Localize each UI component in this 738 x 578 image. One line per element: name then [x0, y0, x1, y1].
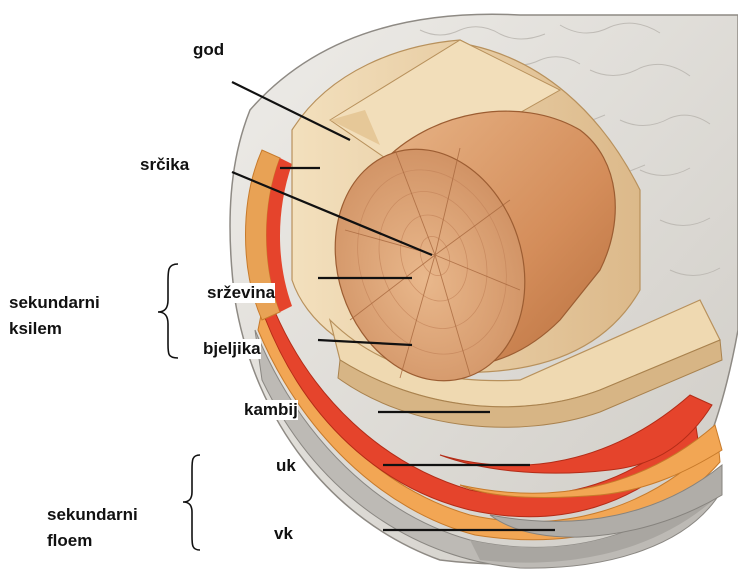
label-kambij: kambij — [244, 400, 298, 420]
group-xylem-line-1: sekundarni — [9, 290, 100, 316]
label-bjeljika: bjeljika — [203, 339, 261, 359]
brace-xylem — [158, 264, 178, 358]
group-phloem-line-2: floem — [47, 528, 138, 554]
label-uk: uk — [276, 456, 296, 476]
braces — [158, 264, 200, 550]
group-xylem-line-2: ksilem — [9, 316, 100, 342]
label-srcika: srčika — [140, 155, 189, 175]
group-label-xylem: sekundarni ksilem — [9, 290, 100, 342]
label-srzevina: srževina — [207, 283, 275, 303]
label-vk: vk — [274, 524, 293, 544]
brace-phloem — [183, 455, 200, 550]
group-label-phloem: sekundarni floem — [47, 502, 138, 554]
group-phloem-line-1: sekundarni — [47, 502, 138, 528]
label-god: god — [193, 40, 224, 60]
